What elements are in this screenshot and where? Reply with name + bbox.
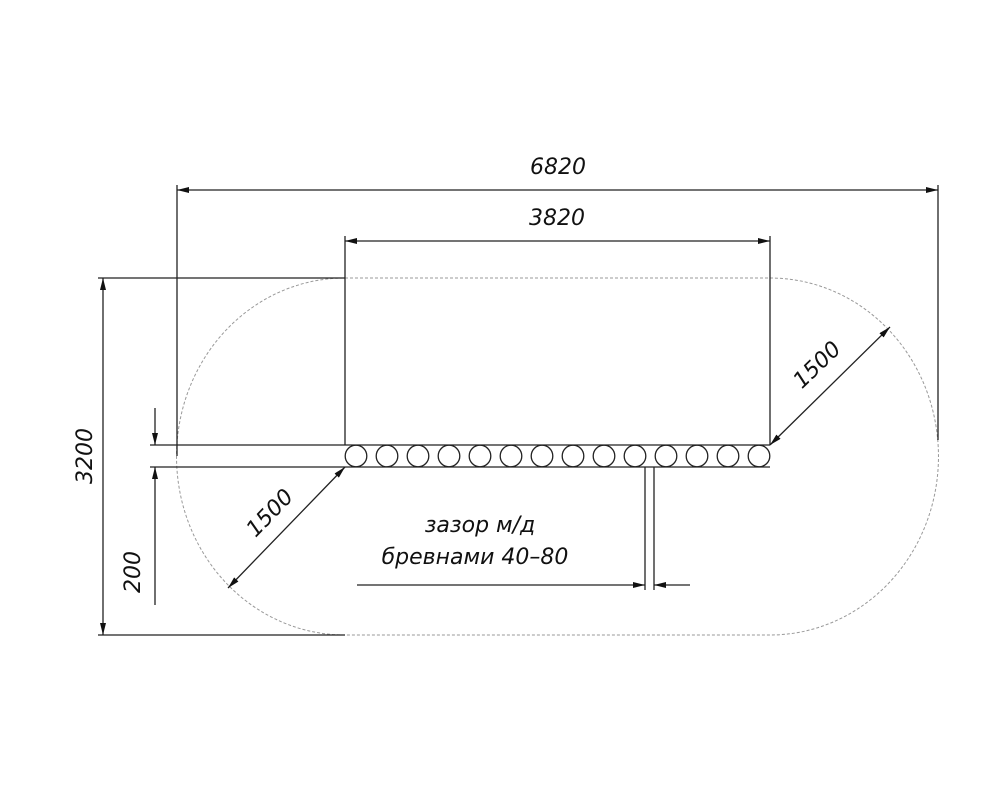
dim-label-radius-right: 1500 [789,337,847,394]
log-circle [685,444,709,468]
log-circle [654,444,678,468]
note-line-1: зазор м/д [425,513,536,538]
log-circle [561,444,585,468]
dim-line-radius-left [227,466,346,589]
log-circle [530,444,554,468]
log-circle [437,444,461,468]
log-circle [406,444,430,468]
log-circle [344,444,368,468]
log-circle [468,444,492,468]
track-outline [176,277,939,636]
log-circle [716,444,740,468]
note-line-2: бревнами 40–80 [382,545,569,570]
dim-label-radius-left: 1500 [242,485,299,543]
dim-label-200: 200 [121,551,146,593]
log-circle [375,444,399,468]
dim-line-radius-right [769,326,891,446]
log-circle [592,444,616,468]
dim-label-3200: 3200 [73,428,98,484]
dim-label-3820: 3820 [529,206,585,231]
dim-label-6820: 6820 [530,155,586,180]
log-circle [747,444,771,468]
log-circle [499,444,523,468]
log-circle [623,444,647,468]
log-row [344,444,771,468]
